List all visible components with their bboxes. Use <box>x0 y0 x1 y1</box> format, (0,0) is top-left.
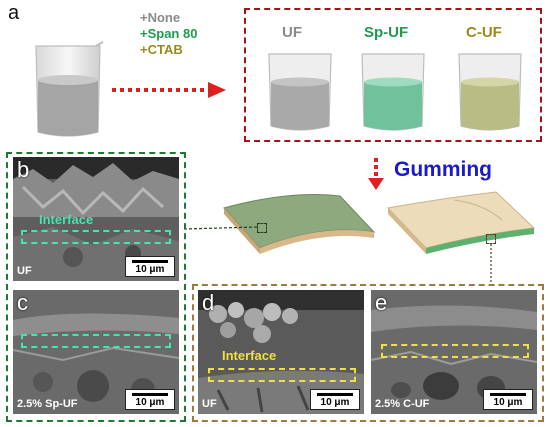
panel-d-scale-label: 10 μm <box>320 397 350 408</box>
panel-b-interface-box <box>21 230 171 244</box>
sem-panel-b: b Interface UF 10 μm <box>13 157 179 281</box>
panel-e-sample-label: 2.5% C-UF <box>375 398 430 410</box>
panel-d-sample-label: UF <box>202 398 217 410</box>
gumming-arrow-icon <box>368 158 384 190</box>
sem-texture-d <box>198 290 364 414</box>
veneer-tan-marker <box>486 234 496 244</box>
gumming-label: Gumming <box>394 158 492 181</box>
panel-c-scale-label: 10 μm <box>135 397 165 408</box>
panel-c-scale-bar: 10 μm <box>125 389 175 410</box>
panel-d-scale-bar: 10 μm <box>310 389 360 410</box>
panel-e-scale-label: 10 μm <box>493 397 523 408</box>
panel-d-interface-box <box>208 368 356 382</box>
panel-e-interface-box <box>381 344 529 358</box>
beaker-group-box <box>244 8 542 142</box>
panel-c-letter: c <box>17 290 28 315</box>
frame-right <box>192 284 544 422</box>
panel-d-interface-label: Interface <box>222 348 277 363</box>
additive-span80-label: +Span 80 <box>140 26 198 41</box>
process-arrow-icon <box>112 82 226 98</box>
sem-panel-c: c 2.5% Sp-UF 10 μm <box>13 290 179 414</box>
panel-d-letter: d <box>202 290 215 315</box>
panel-a-letter: a <box>8 2 20 24</box>
beaker-spuf-icon <box>361 53 425 131</box>
sem-panel-d: d Interface UF 10 μm <box>198 290 364 414</box>
veneer-tan-icon <box>386 191 536 254</box>
panel-e-scale-bar: 10 μm <box>483 389 533 410</box>
panel-c-interface-box <box>21 334 171 348</box>
additive-none-label: +None <box>140 10 181 25</box>
source-beaker-icon <box>35 41 104 137</box>
panel-b-letter: b <box>17 157 30 182</box>
panel-b-interface-label: Interface <box>39 212 94 227</box>
panel-b-scale-bar: 10 μm <box>125 256 175 277</box>
leader-line-green <box>183 226 258 230</box>
panel-b-scale-label: 10 μm <box>135 264 165 275</box>
beaker-uf-label: UF <box>282 24 302 41</box>
leader-line-tan <box>490 244 492 282</box>
additive-ctab-label: +CTAB <box>140 42 183 57</box>
beaker-uf-icon <box>268 53 332 131</box>
veneer-green-marker <box>257 223 267 233</box>
panel-b-sample-label: UF <box>17 265 32 277</box>
beaker-cuf-label: C-UF <box>466 24 502 41</box>
panel-e-letter: e <box>375 290 388 315</box>
sem-panel-e: e 2.5% C-UF 10 μm <box>371 290 537 414</box>
veneer-green-icon <box>223 194 376 254</box>
frame-left <box>6 152 186 422</box>
beaker-spuf-label: Sp-UF <box>364 24 409 41</box>
beaker-cuf-icon <box>458 53 522 131</box>
panel-c-sample-label: 2.5% Sp-UF <box>17 398 78 410</box>
